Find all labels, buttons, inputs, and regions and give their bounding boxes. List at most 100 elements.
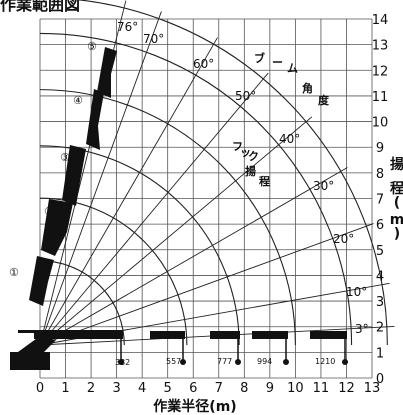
x-tick-label: 12 bbox=[338, 381, 355, 396]
angle-label-30: 30° bbox=[313, 179, 334, 193]
angle-label-40: 40° bbox=[279, 132, 300, 146]
y-tick-label: 10 bbox=[372, 116, 389, 131]
boom-angle-char: 角 bbox=[302, 81, 313, 95]
angle-label-76: 76° bbox=[117, 20, 138, 34]
radius-caption: 994 bbox=[257, 357, 272, 366]
angle-label-10: 10° bbox=[346, 285, 367, 299]
boom-angle-ray bbox=[39, 11, 162, 346]
hook bbox=[235, 359, 241, 365]
y-axis-title-char: 程 bbox=[390, 181, 403, 197]
grid bbox=[39, 18, 373, 379]
y-tick-label: 4 bbox=[376, 269, 384, 284]
boom-horizontal-4 bbox=[252, 331, 288, 339]
angle-label-50: 50° bbox=[235, 89, 256, 103]
hook bbox=[118, 359, 124, 365]
y-tick-label: 12 bbox=[372, 64, 389, 79]
hook bbox=[283, 359, 289, 365]
boom-angle-ray bbox=[39, 116, 313, 346]
angle-label-3: 3° bbox=[355, 322, 369, 336]
y-tick-label: 0 bbox=[376, 372, 384, 387]
y-tick-label: 2 bbox=[376, 321, 384, 336]
x-tick-label: 6 bbox=[189, 381, 197, 396]
stage-label-5: ⑤ bbox=[87, 40, 97, 53]
boom-standing-5 bbox=[97, 47, 117, 98]
boom-horizontal-2 bbox=[150, 331, 185, 339]
x-axis-title: 作業半径(m) bbox=[153, 398, 236, 415]
radius-caption: 557 bbox=[166, 357, 181, 366]
boom-length-arcs bbox=[39, 0, 388, 346]
y-tick-label: 9 bbox=[376, 141, 384, 156]
boom-angle-ray bbox=[39, 37, 218, 346]
boom-angle-char: ブ bbox=[254, 51, 265, 65]
x-tick-label: 5 bbox=[164, 381, 172, 396]
page-title: 作業範囲図 bbox=[0, 0, 80, 14]
angle-label-60: 60° bbox=[193, 57, 214, 71]
stage-label-1: ① bbox=[9, 266, 19, 279]
y-axis-title-char: 揚 bbox=[390, 156, 403, 173]
y-tick-label: 7 bbox=[376, 193, 384, 208]
radius-caption: 332 bbox=[115, 358, 130, 367]
boom-angle-rays bbox=[39, 0, 395, 346]
boom-angle-char: ー bbox=[272, 56, 283, 69]
x-tick-label: 3 bbox=[112, 381, 120, 396]
boom-length-arc bbox=[74, 0, 388, 346]
radius-caption: 777 bbox=[217, 357, 232, 366]
x-tick-label: 4 bbox=[138, 381, 146, 396]
crane-base bbox=[10, 352, 50, 370]
radius-captions: 332 557 777 994 1210 bbox=[115, 357, 335, 367]
angle-label-70: 70° bbox=[143, 32, 164, 46]
y-tick-label: 14 bbox=[372, 13, 389, 28]
crane-turret bbox=[18, 336, 56, 356]
boom-standing-2 bbox=[41, 199, 73, 256]
boom-length-arc bbox=[39, 260, 125, 346]
boom-silhouettes bbox=[10, 47, 348, 370]
hook-height-char: ッ bbox=[240, 146, 251, 159]
y-tick-label: 11 bbox=[372, 90, 389, 105]
radius-caption: 1210 bbox=[315, 357, 335, 366]
hook-height-char: 程 bbox=[259, 174, 270, 188]
stage-label-3: ③ bbox=[60, 151, 70, 164]
boom-horizontal-3 bbox=[210, 331, 240, 339]
hook bbox=[342, 359, 348, 365]
x-tick-label: 13 bbox=[364, 381, 381, 396]
boom-horizontal-1 bbox=[34, 331, 123, 339]
stage-label-2: ② bbox=[44, 205, 54, 218]
boom-angle-ray bbox=[39, 167, 348, 346]
x-tick-label: 2 bbox=[87, 381, 95, 396]
x-tick-label: 10 bbox=[287, 381, 304, 396]
hook-height-char: ク bbox=[248, 150, 259, 163]
y-tick-label: 5 bbox=[376, 244, 384, 259]
y-tick-label: 1 bbox=[376, 346, 384, 361]
x-tick-label: 8 bbox=[240, 381, 248, 396]
boom-horizontal-5 bbox=[310, 331, 347, 339]
x-tick-label: 9 bbox=[266, 381, 274, 396]
y-tick-label: 3 bbox=[376, 295, 384, 310]
hook-height-char: フ bbox=[232, 140, 243, 153]
boom-angle-labels: 76° 70° 60° 50° 40° 30° 20° 10° 3° bbox=[117, 20, 369, 336]
boom-standing-4 bbox=[86, 89, 104, 150]
y-axis-title-char: ( bbox=[394, 195, 400, 211]
hook bbox=[180, 359, 186, 365]
stage-label-4: ④ bbox=[73, 94, 83, 107]
y-tick-label: 13 bbox=[372, 39, 389, 54]
boom-angle-ray bbox=[39, 223, 374, 346]
y-tick-label: 6 bbox=[376, 218, 384, 233]
boom-base-line bbox=[18, 330, 123, 333]
angle-label-20: 20° bbox=[333, 232, 354, 246]
x-tick-label: 11 bbox=[313, 381, 330, 396]
boom-angle-ray bbox=[39, 72, 269, 346]
boom-length-arc bbox=[39, 32, 353, 346]
hook-height-char: 揚 bbox=[245, 164, 256, 178]
boom-angle-char: 度 bbox=[318, 93, 330, 107]
y-tick-label: 8 bbox=[376, 167, 384, 182]
x-tick-label: 0 bbox=[36, 381, 44, 396]
x-tick-label: 7 bbox=[215, 381, 223, 396]
boom-standing-3 bbox=[62, 145, 86, 206]
boom-angle-char: ム bbox=[287, 62, 298, 75]
y-axis-title-char: m bbox=[390, 212, 403, 228]
y-axis-title-char: ) bbox=[394, 226, 400, 242]
boom-standing-1 bbox=[29, 256, 54, 306]
